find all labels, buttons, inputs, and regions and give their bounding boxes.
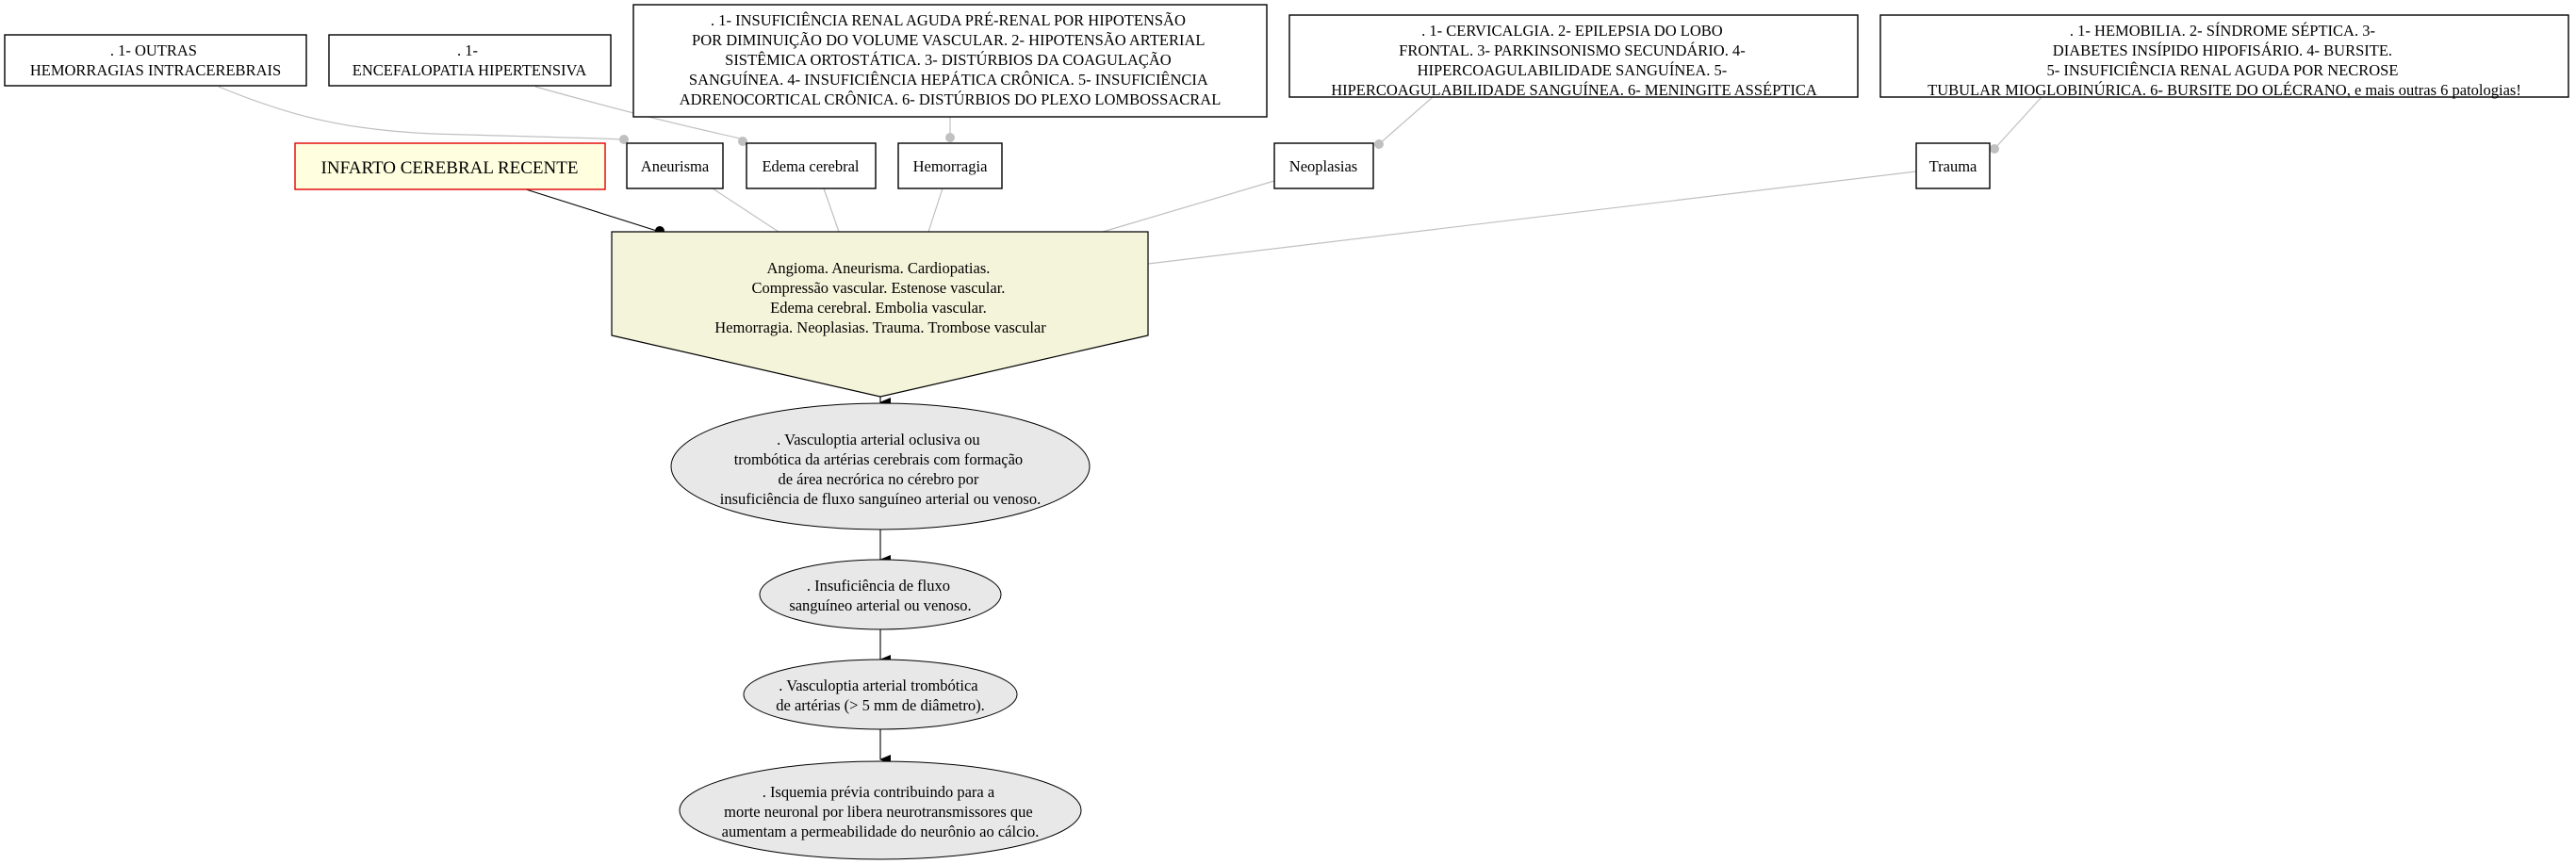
top-box-text: . 1- ENCEFALOPATIA HIPERTENSIVA (353, 41, 587, 79)
mechanism-node-vasculoptia-trombotica[interactable]: . Vasculoptia arterial trombótica de art… (743, 659, 1018, 730)
edge-endpoint-dot (738, 137, 747, 146)
root-node-infarto[interactable]: INFARTO CEREBRAL RECENTE (294, 142, 606, 190)
edge-endpoint-dot (619, 135, 629, 144)
mechanism-node-vasculoptia-oclusiva[interactable]: . Vasculoptia arterial oclusiva ou tromb… (670, 402, 1091, 530)
top-box-hemorragia-assoc[interactable]: . 1- INSUFICIÊNCIA RENAL AGUDA PRÉ-RENAL… (632, 4, 1268, 118)
top-box-text: . 1- OUTRAS HEMORRAGIAS INTRACEREBRAIS (30, 41, 281, 79)
edge-neoplasias-assoc-to-neoplasias (1378, 96, 1434, 145)
edge-trauma-assoc-to-trauma (1994, 96, 2043, 150)
cause-box-hemorragia[interactable]: Hemorragia (897, 142, 1003, 189)
mechanism-node-text: . Vasculoptia arterial trombótica de art… (776, 677, 984, 714)
edge-hemorragia-to-summary (927, 187, 943, 233)
cause-box-label: Neoplasias (1289, 157, 1357, 175)
cause-box-label: Edema cerebral (762, 157, 859, 175)
top-box-text: . 1- HEMOBILIA. 2- SÍNDROME SÉPTICA. 3- … (1928, 22, 2521, 99)
top-box-text: . 1- CERVICALGIA. 2- EPILEPSIA DO LOBO F… (1331, 22, 1817, 99)
root-node-label: INFARTO CEREBRAL RECENTE (321, 158, 579, 178)
cause-box-aneurisma[interactable]: Aneurisma (626, 142, 724, 189)
top-box-encefalopatia[interactable]: . 1- ENCEFALOPATIA HIPERTENSIVA (328, 34, 612, 87)
cause-box-label: Trauma (1929, 157, 1977, 175)
top-box-outras-hemorragias[interactable]: . 1- OUTRAS HEMORRAGIAS INTRACEREBRAIS (4, 34, 307, 87)
top-box-trauma-assoc[interactable]: . 1- HEMOBILIA. 2- SÍNDROME SÉPTICA. 3- … (1879, 14, 2569, 99)
edge-trauma-to-summary (1147, 171, 1917, 265)
mechanism-node-text: . Insuficiência de fluxo sanguíneo arter… (789, 577, 971, 614)
cause-box-edema[interactable]: Edema cerebral (746, 142, 877, 189)
mechanism-node-text: . Isquemia prévia contribuindo para a mo… (722, 783, 1040, 840)
cause-box-label: Aneurisma (641, 157, 710, 175)
causes-summary-node[interactable]: Angioma. Aneurisma. Cardiopatias. Compre… (611, 231, 1149, 398)
edge-root-to-summary (525, 188, 661, 233)
cause-box-neoplasias[interactable]: Neoplasias (1273, 142, 1374, 189)
cause-box-trauma[interactable]: Trauma (1915, 142, 1991, 189)
edge-endpoint-dot (1990, 144, 1999, 154)
edge-neoplasias-to-summary (1102, 180, 1275, 233)
mechanism-node-text: . Vasculoptia arterial oclusiva ou tromb… (720, 431, 1041, 508)
edge-aneurisma-to-summary (712, 187, 779, 233)
edge-endpoint-dot (945, 133, 955, 142)
association-edges (218, 86, 2043, 265)
top-box-text: . 1- INSUFICIÊNCIA RENAL AGUDA PRÉ-RENAL… (680, 11, 1222, 108)
top-box-neoplasias-assoc[interactable]: . 1- CERVICALGIA. 2- EPILEPSIA DO LOBO F… (1288, 14, 1859, 99)
mechanism-node-isquemia-previa[interactable]: . Isquemia prévia contribuindo para a mo… (679, 760, 1082, 860)
edge-outras-to-aneurisma (218, 86, 623, 140)
edge-edema-to-summary (823, 187, 840, 233)
cause-box-label: Hemorragia (913, 157, 988, 175)
mechanism-node-insuficiencia-fluxo[interactable]: . Insuficiência de fluxo sanguíneo arter… (759, 559, 1002, 630)
causes-summary-text: Angioma. Aneurisma. Cardiopatias. Compre… (714, 259, 1046, 336)
edge-endpoint-dot (1374, 139, 1384, 149)
